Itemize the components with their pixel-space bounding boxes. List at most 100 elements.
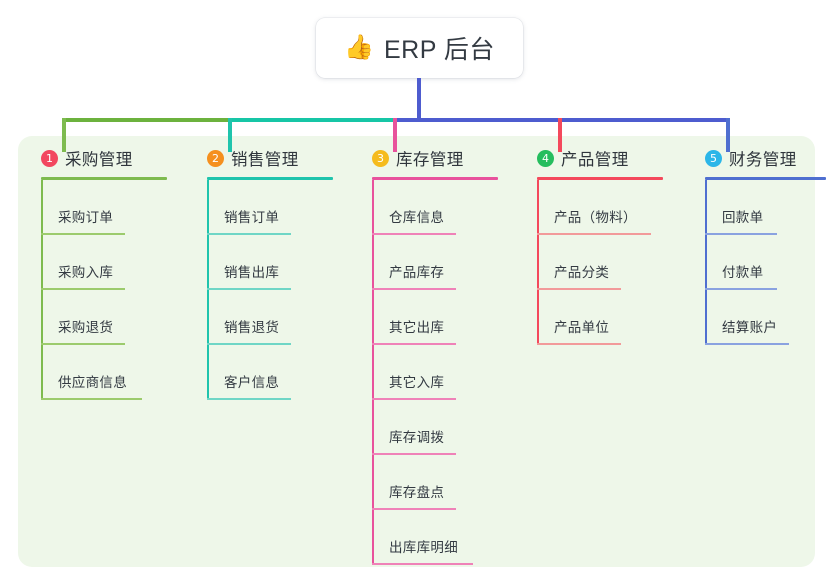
branch-item-label: 产品单位 — [554, 320, 610, 335]
branch-header-1[interactable]: 1 采购管理 — [22, 146, 187, 170]
branch-item-label: 其它入库 — [389, 375, 445, 390]
branch-item[interactable]: 出库库明细 — [353, 510, 518, 565]
branch-number-badge: 4 — [537, 149, 554, 167]
branch-item-list: 产品（物料） 产品分类产品单位 — [518, 180, 686, 345]
branch-item-label: 出库库明细 — [389, 540, 458, 555]
branch-header-rule — [41, 177, 167, 180]
branch-item-label: 采购入库 — [58, 265, 114, 280]
branch-title: 库存管理 — [396, 151, 464, 169]
branch-title: 销售管理 — [231, 151, 299, 169]
branch-item-rule — [207, 398, 291, 400]
branch-item-label: 销售出库 — [224, 265, 280, 280]
branch-item-rule — [41, 233, 125, 235]
branch-item[interactable]: 产品库存 — [353, 235, 518, 290]
trunk-segment-left — [62, 118, 230, 122]
branch-item[interactable]: 回款单 — [686, 180, 816, 235]
branch-title: 产品管理 — [561, 151, 629, 169]
branch-number-badge: 3 — [372, 149, 389, 167]
branch-item-rule — [705, 233, 777, 235]
branch-item-rule — [705, 343, 789, 345]
branch-item-rule — [207, 233, 291, 235]
branch-item-label: 结算账户 — [722, 320, 778, 335]
branch-title: 财务管理 — [729, 151, 797, 169]
branch-drop-3 — [393, 118, 397, 152]
branch-item-rule — [372, 563, 473, 565]
branch-item[interactable]: 供应商信息 — [22, 345, 187, 400]
branch-item-label: 产品分类 — [554, 265, 610, 280]
branch-item-rule — [41, 343, 125, 345]
branch-item-list: 采购订单采购入库采购退货供应商信息 — [22, 180, 187, 400]
branch-item[interactable]: 客户信息 — [188, 345, 353, 400]
branch-item[interactable]: 销售退货 — [188, 290, 353, 345]
branch-item[interactable]: 仓库信息 — [353, 180, 518, 235]
branch-item-label: 仓库信息 — [389, 210, 445, 225]
branch-item-rule — [372, 453, 456, 455]
branch-item-rule — [537, 288, 621, 290]
trunk-vertical — [417, 78, 421, 122]
branch-item[interactable]: 结算账户 — [686, 290, 816, 345]
branch-item-list: 仓库信息产品库存其它出库其它入库库存调拨库存盘点出库库明细 — [353, 180, 518, 565]
branch-item-label: 供应商信息 — [58, 375, 127, 390]
branch-item[interactable]: 采购订单 — [22, 180, 187, 235]
branch-header-rule — [372, 177, 498, 180]
branch-column-4: 4 产品管理产品（物料） 产品分类产品单位 — [518, 146, 686, 345]
branch-item[interactable]: 库存调拨 — [353, 400, 518, 455]
branch-stem — [705, 180, 707, 345]
branch-item-label: 销售退货 — [224, 320, 280, 335]
branch-item[interactable]: 其它出库 — [353, 290, 518, 345]
branch-item-rule — [207, 343, 291, 345]
branch-title: 采购管理 — [65, 151, 133, 169]
branch-header-rule — [705, 177, 826, 180]
trunk-segment-mid — [228, 118, 395, 122]
branch-item[interactable]: 付款单 — [686, 235, 816, 290]
branch-item-rule — [372, 508, 456, 510]
branch-item-rule — [207, 288, 291, 290]
branch-item[interactable]: 采购入库 — [22, 235, 187, 290]
branch-item-rule — [372, 398, 456, 400]
branch-item-rule — [537, 233, 651, 235]
branch-stem — [41, 180, 43, 400]
branch-item-label: 回款单 — [722, 210, 764, 225]
branch-drop-1 — [62, 118, 66, 152]
branch-item[interactable]: 采购退货 — [22, 290, 187, 345]
branch-item[interactable]: 产品单位 — [518, 290, 686, 345]
thumbs-up-icon: 👍 — [344, 34, 374, 61]
branch-item-label: 采购订单 — [58, 210, 114, 225]
branch-stem — [537, 180, 539, 345]
branch-item-rule — [372, 288, 456, 290]
branch-item-label: 客户信息 — [224, 375, 280, 390]
branch-drop-2 — [228, 118, 232, 152]
root-node-card[interactable]: 👍 ERP 后台 — [316, 18, 523, 78]
branch-stem — [372, 180, 374, 565]
branch-item[interactable]: 销售出库 — [188, 235, 353, 290]
branch-item-list: 回款单付款单结算账户 — [686, 180, 816, 345]
branch-item-label: 产品（物料） — [554, 210, 637, 225]
branch-column-1: 1 采购管理采购订单采购入库采购退货供应商信息 — [22, 146, 187, 400]
branch-item-rule — [41, 398, 142, 400]
branch-item-label: 库存盘点 — [389, 485, 445, 500]
branch-number-badge: 2 — [207, 149, 224, 167]
branch-header-rule — [537, 177, 663, 180]
branch-item-rule — [537, 343, 621, 345]
branch-item[interactable]: 产品（物料） — [518, 180, 686, 235]
branch-item-label: 销售订单 — [224, 210, 280, 225]
branch-column-3: 3 库存管理仓库信息产品库存其它出库其它入库库存调拨库存盘点出库库明细 — [353, 146, 518, 565]
branch-item[interactable]: 产品分类 — [518, 235, 686, 290]
branch-item[interactable]: 库存盘点 — [353, 455, 518, 510]
branch-item[interactable]: 销售订单 — [188, 180, 353, 235]
branch-item-rule — [372, 233, 456, 235]
branch-number-badge: 1 — [41, 149, 58, 167]
branch-item-label: 库存调拨 — [389, 430, 445, 445]
branch-header-3[interactable]: 3 库存管理 — [353, 146, 518, 170]
branch-header-4[interactable]: 4 产品管理 — [518, 146, 686, 170]
branch-header-2[interactable]: 2 销售管理 — [188, 146, 353, 170]
branch-item-label: 采购退货 — [58, 320, 114, 335]
branch-item-rule — [705, 288, 777, 290]
branch-item-rule — [41, 288, 125, 290]
branch-item-label: 其它出库 — [389, 320, 445, 335]
branch-item[interactable]: 其它入库 — [353, 345, 518, 400]
branch-column-2: 2 销售管理销售订单销售出库销售退货客户信息 — [188, 146, 353, 400]
